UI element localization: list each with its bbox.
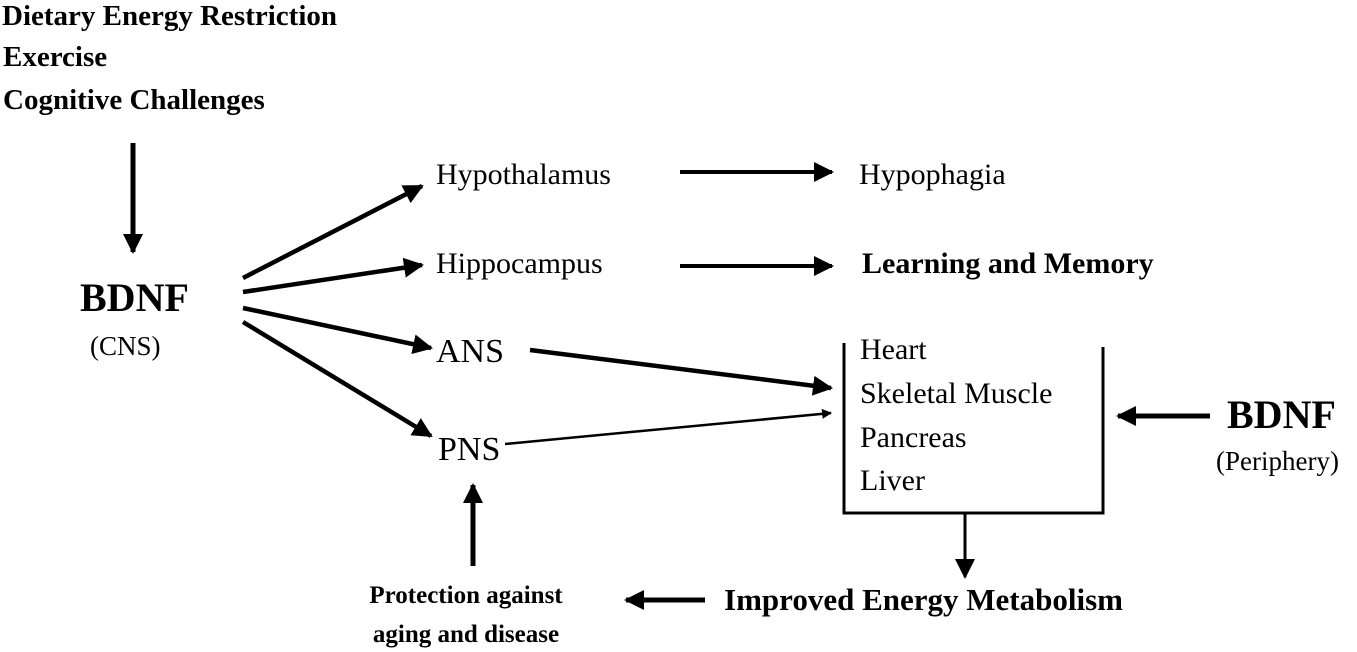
bdnf-periphery-subtitle: (Periphery) [1216,446,1339,476]
target-ans: ANS [436,333,505,370]
outcome-learning-memory: Learning and Memory [862,247,1154,280]
bdnf-periphery-title: BDNF [1227,392,1336,437]
target-pns: PNS [438,431,501,468]
outcome-improved-metabolism: Improved Energy Metabolism [724,582,1123,617]
arrow-bdnf-to-pns [241,320,433,438]
organ-liver: Liver [860,464,925,497]
stimulus-cognitive: Cognitive Challenges [3,84,265,116]
arrow-bdnf-to-hippocampus [242,257,424,295]
target-hypothalamus: Hypothalamus [436,158,611,191]
organ-heart: Heart [860,333,927,366]
arrow-pns-to-organs [504,408,832,446]
organ-skeletal-muscle: Skeletal Muscle [860,377,1053,410]
organs-bracket [842,343,1105,515]
outcome-protection-line1: Protection against [369,582,563,609]
arrow-bdnf-to-hypothalamus [241,183,424,281]
outcome-protection-line2: aging and disease [372,621,560,648]
target-hippocampus: Hippocampus [436,247,603,280]
stimulus-exercise: Exercise [3,41,108,73]
bdnf-cns-subtitle: (CNS) [90,331,161,361]
arrow-ans-to-organs [529,347,833,396]
arrow-bdnf-to-ans [242,305,433,355]
organ-pancreas: Pancreas [860,421,967,454]
outcome-hypophagia: Hypophagia [859,158,1006,191]
stimulus-diet: Dietary Energy Restriction [2,0,338,32]
bdnf-cns-title: BDNF [80,275,189,320]
